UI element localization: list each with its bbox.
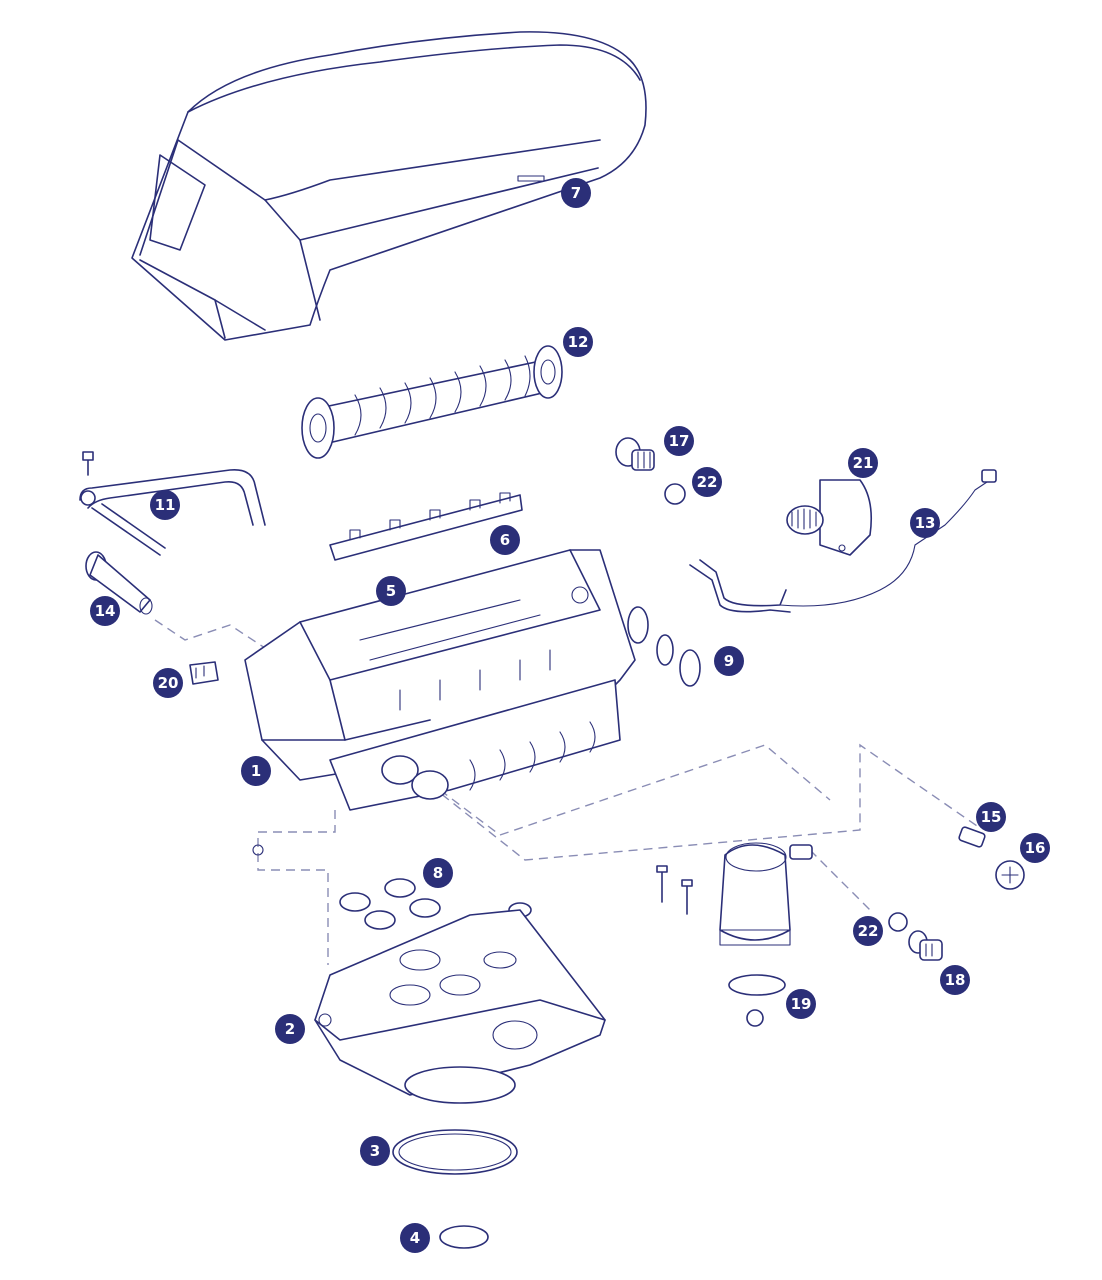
callout-21-label: 21 [853,454,874,472]
callout-13-label: 13 [915,514,936,532]
callout-2: 2 [275,1014,305,1044]
callout-8-label: 8 [433,864,443,882]
callout-3-label: 3 [370,1142,380,1160]
callout-12-label: 12 [568,333,589,351]
callout-4: 4 [400,1223,430,1253]
callout-5-label: 5 [386,582,396,600]
part-3-oring [392,1129,518,1175]
part-13-cable [689,469,997,613]
callout-21: 21 [848,448,878,478]
part-14-connector [85,551,153,615]
part-20-clip [189,661,219,685]
part-21-motor [786,479,873,556]
callout-6-label: 6 [500,531,510,549]
part-3-oring-inner [398,1133,512,1171]
part-4-oring [439,1225,489,1249]
callout-22-lower: 22 [853,916,883,946]
callout-6: 6 [490,525,520,555]
callout-18: 18 [940,965,970,995]
callout-19: 19 [786,989,816,1019]
callout-16-label: 16 [1025,839,1046,857]
callout-22-upper-label: 22 [697,473,718,491]
part-18-plug [908,930,943,961]
part-11-bracket [79,451,266,556]
part-22-ball-upper [664,483,686,505]
callout-15-label: 15 [981,808,1002,826]
callout-1-label: 1 [251,762,261,780]
callout-11-label: 11 [155,496,176,514]
part-16-cap [995,860,1025,890]
callout-2-label: 2 [285,1020,295,1038]
callout-14-label: 14 [95,602,116,620]
callout-19-label: 19 [791,995,812,1013]
callout-9: 9 [714,646,744,676]
callout-20: 20 [153,668,183,698]
assembly-guide-lines [154,619,981,965]
part-17-plug [615,437,655,471]
callout-22-upper: 22 [692,467,722,497]
callout-8: 8 [423,858,453,888]
part-9-orings [627,606,701,687]
part-7-cover [131,31,647,341]
part-15-fitting [958,826,986,848]
callout-4-label: 4 [410,1229,420,1247]
callout-1: 1 [241,756,271,786]
callout-16: 16 [1020,833,1050,863]
callout-17: 17 [664,426,694,456]
callout-22-lower-label: 22 [858,922,879,940]
callout-7-label: 7 [571,184,581,202]
callout-5: 5 [376,576,406,606]
callout-11: 11 [150,490,180,520]
part-8-orings [339,878,532,930]
small-washer [252,844,264,856]
part-1-valve-body [244,549,636,811]
callout-17-label: 17 [669,432,690,450]
callout-7: 7 [561,178,591,208]
part-6-plate [329,492,523,561]
callout-20-label: 20 [158,674,179,692]
callout-12: 12 [563,327,593,357]
callout-9-label: 9 [724,652,734,670]
callout-14: 14 [90,596,120,626]
callout-18-label: 18 [945,971,966,989]
part-22-ball-lower [888,912,908,932]
part-19-housing [719,842,813,1027]
callout-15: 15 [976,802,1006,832]
screws [656,865,693,915]
part-2-base [314,909,606,1104]
callout-13: 13 [910,508,940,538]
part-12-camshaft [301,345,563,459]
callout-3: 3 [360,1136,390,1166]
